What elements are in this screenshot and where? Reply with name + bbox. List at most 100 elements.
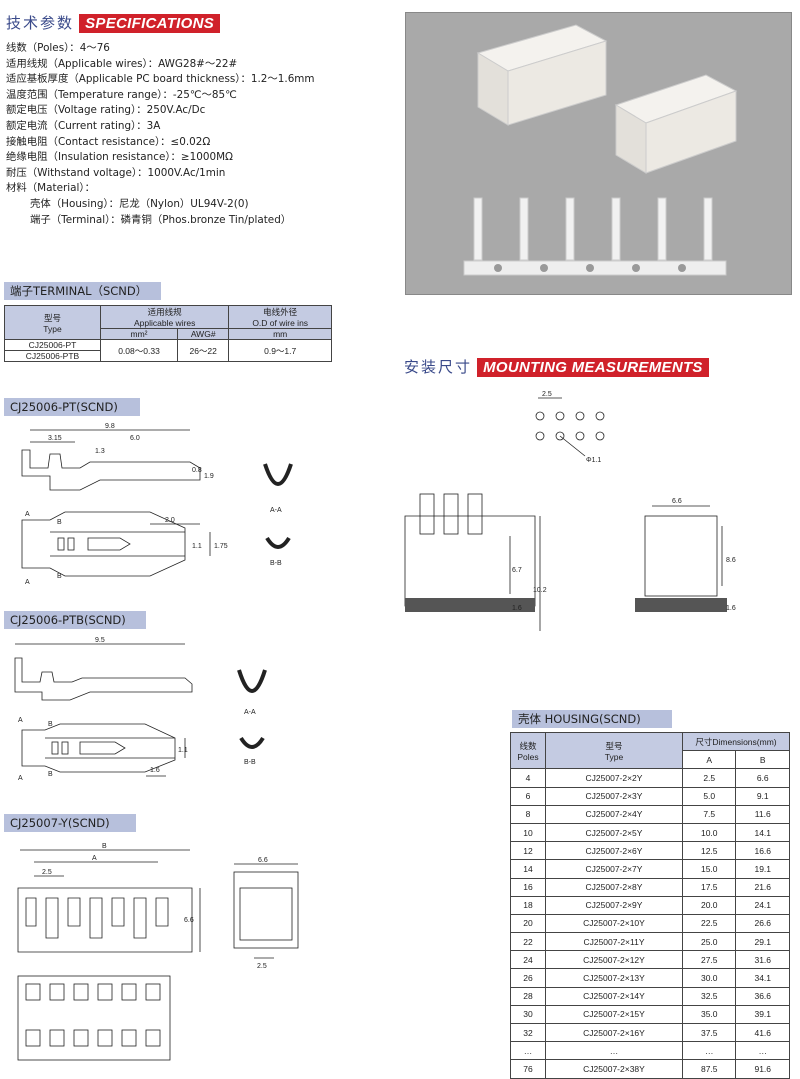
cell-a: 20.0 <box>681 895 737 915</box>
spec-line: 材料（Material）： <box>6 182 95 195</box>
dim-6-6: 6.6 <box>184 917 194 924</box>
th-mm2: mm² <box>100 328 178 340</box>
cell-a: 87.5 <box>681 1059 737 1079</box>
cell-poles: 24 <box>510 950 546 970</box>
cell-b: … <box>735 1041 790 1061</box>
dim-6-6: 6.6 <box>258 857 268 864</box>
cell-a: 25.0 <box>681 932 737 952</box>
cell-b: 11.6 <box>735 804 790 824</box>
mount-width: 6.6 <box>672 498 682 505</box>
table-row: ………… <box>510 1041 790 1061</box>
spec-line: 适用线规（Applicable wires）：AWG28#～22# <box>6 57 238 70</box>
cell-b: 34.1 <box>735 968 790 988</box>
cell-type: CJ25007-2×38Y <box>545 1059 683 1079</box>
pt-drawing: 9.8 3.15 6.0 1.3 0.8 1.9 2.0 1.1 1.75 A … <box>21 423 293 586</box>
cell-poles: 20 <box>510 913 546 934</box>
cell-b: 41.6 <box>735 1022 790 1043</box>
y-title: CJ25007-Y(SCND) <box>4 814 136 832</box>
cell-a: 15.0 <box>681 859 737 879</box>
spec-line: 绝缘电阻（Insulation resistance）：≥1000MΩ <box>6 151 233 164</box>
mounting-header: 安装尺寸 MOUNTING MEASUREMENTS <box>404 356 709 377</box>
cell-poles: 32 <box>510 1022 546 1043</box>
spec-header: 技术参数 SPECIFICATIONS <box>6 12 221 33</box>
cell-b: 24.1 <box>735 895 790 915</box>
label-a: A <box>25 579 30 586</box>
sec-bb: B-B <box>244 759 256 766</box>
dim-1-1: 1.1 <box>178 747 188 754</box>
dim-1-75: 1.75 <box>214 543 228 550</box>
cell-type: … <box>545 1041 683 1061</box>
dim-1-6: 1.6 <box>150 767 160 774</box>
spec-material: 端子（Terminal）：磷青铜（Phos.bronze Tin/plated） <box>30 213 292 226</box>
cell-type: CJ25007-2×5Y <box>545 822 683 843</box>
spec-line: 适应基板厚度（Applicable PC board thickness）：1.… <box>6 73 315 86</box>
dim-9-5: 9.5 <box>95 637 105 644</box>
mount-hole: Φ1.1 <box>586 457 601 464</box>
product-photo <box>405 12 792 295</box>
mount-h2: 10.2 <box>533 587 547 594</box>
label-b: B <box>48 771 53 778</box>
cell-type: CJ25007-2×11Y <box>545 932 683 952</box>
mounting-header-en: MOUNTING MEASUREMENTS <box>477 358 709 377</box>
th-awg: AWG# <box>176 328 230 340</box>
cell-a: 7.5 <box>681 804 737 824</box>
spec-material: 壳体（Housing）：尼龙（Nylon）UL94V-2(0) <box>30 197 249 210</box>
dim-0-8: 0.8 <box>192 467 202 474</box>
cell-poles: 26 <box>510 968 546 988</box>
terminal-od: 0.9～1.7 <box>228 339 332 362</box>
label-a: A <box>18 775 23 782</box>
cell-type: CJ25007-2×9Y <box>545 895 683 915</box>
cell-a: 10.0 <box>681 822 737 843</box>
dim-3-15: 3.15 <box>48 435 62 442</box>
mount-h1: 6.7 <box>512 567 522 574</box>
cell-a: 35.0 <box>681 1004 737 1025</box>
cell-b: 19.1 <box>735 859 790 879</box>
mounting-drawing: 2.5 Φ1.1 6.6 6.7 10.2 1.6 8.6 1.6 <box>404 391 736 631</box>
label-b: B <box>57 573 62 580</box>
cell-poles: 8 <box>510 804 546 824</box>
cell-type: CJ25007-2×3Y <box>545 786 683 806</box>
terminal-type: CJ25006-PTB <box>4 350 101 362</box>
housing-title: 壳体 HOUSING(SCND) <box>512 710 672 728</box>
spec-line: 额定电压（Voltage rating）：250V.Ac/Dc <box>6 104 206 117</box>
cell-b: 14.1 <box>735 822 790 843</box>
spec-list: 线数（Poles）：4～76 适用线规（Applicable wires）：AW… <box>6 41 386 228</box>
cell-type: CJ25007-2×12Y <box>545 950 683 970</box>
cell-a: 12.5 <box>681 841 737 861</box>
cell-type: CJ25007-2×4Y <box>545 804 683 824</box>
spec-header-en: SPECIFICATIONS <box>79 14 221 33</box>
cell-poles: 18 <box>510 895 546 915</box>
cell-poles: 6 <box>510 786 546 806</box>
cell-a: 30.0 <box>681 968 737 988</box>
cell-a: 32.5 <box>681 986 737 1006</box>
dim-b: B <box>102 843 107 850</box>
dim-a: A <box>92 855 97 862</box>
cell-a: 2.5 <box>681 768 737 788</box>
cell-type: CJ25007-2×10Y <box>545 913 683 934</box>
dim-2-0: 2.0 <box>165 517 175 524</box>
ptb-drawing: 9.5 1.1 1.6 A B A B A-A B-B <box>14 637 267 782</box>
mount-h3: 1.6 <box>726 605 736 612</box>
cell-poles: 28 <box>510 986 546 1006</box>
cell-type: CJ25007-2×13Y <box>545 968 683 988</box>
cell-b: 29.1 <box>735 932 790 952</box>
sec-aa: A-A <box>270 507 282 514</box>
spec-line: 接触电阻（Contact resistance）：≤0.02Ω <box>6 135 211 148</box>
label-a: A <box>18 717 23 724</box>
spec-line: 线数（Poles）：4～76 <box>6 42 110 54</box>
dim-9-8: 9.8 <box>105 423 115 430</box>
mount-h4: 8.6 <box>726 557 736 564</box>
cell-a: 27.5 <box>681 950 737 970</box>
cell-type: CJ25007-2×8Y <box>545 877 683 897</box>
pt-title: CJ25006-PT(SCND) <box>4 398 140 416</box>
